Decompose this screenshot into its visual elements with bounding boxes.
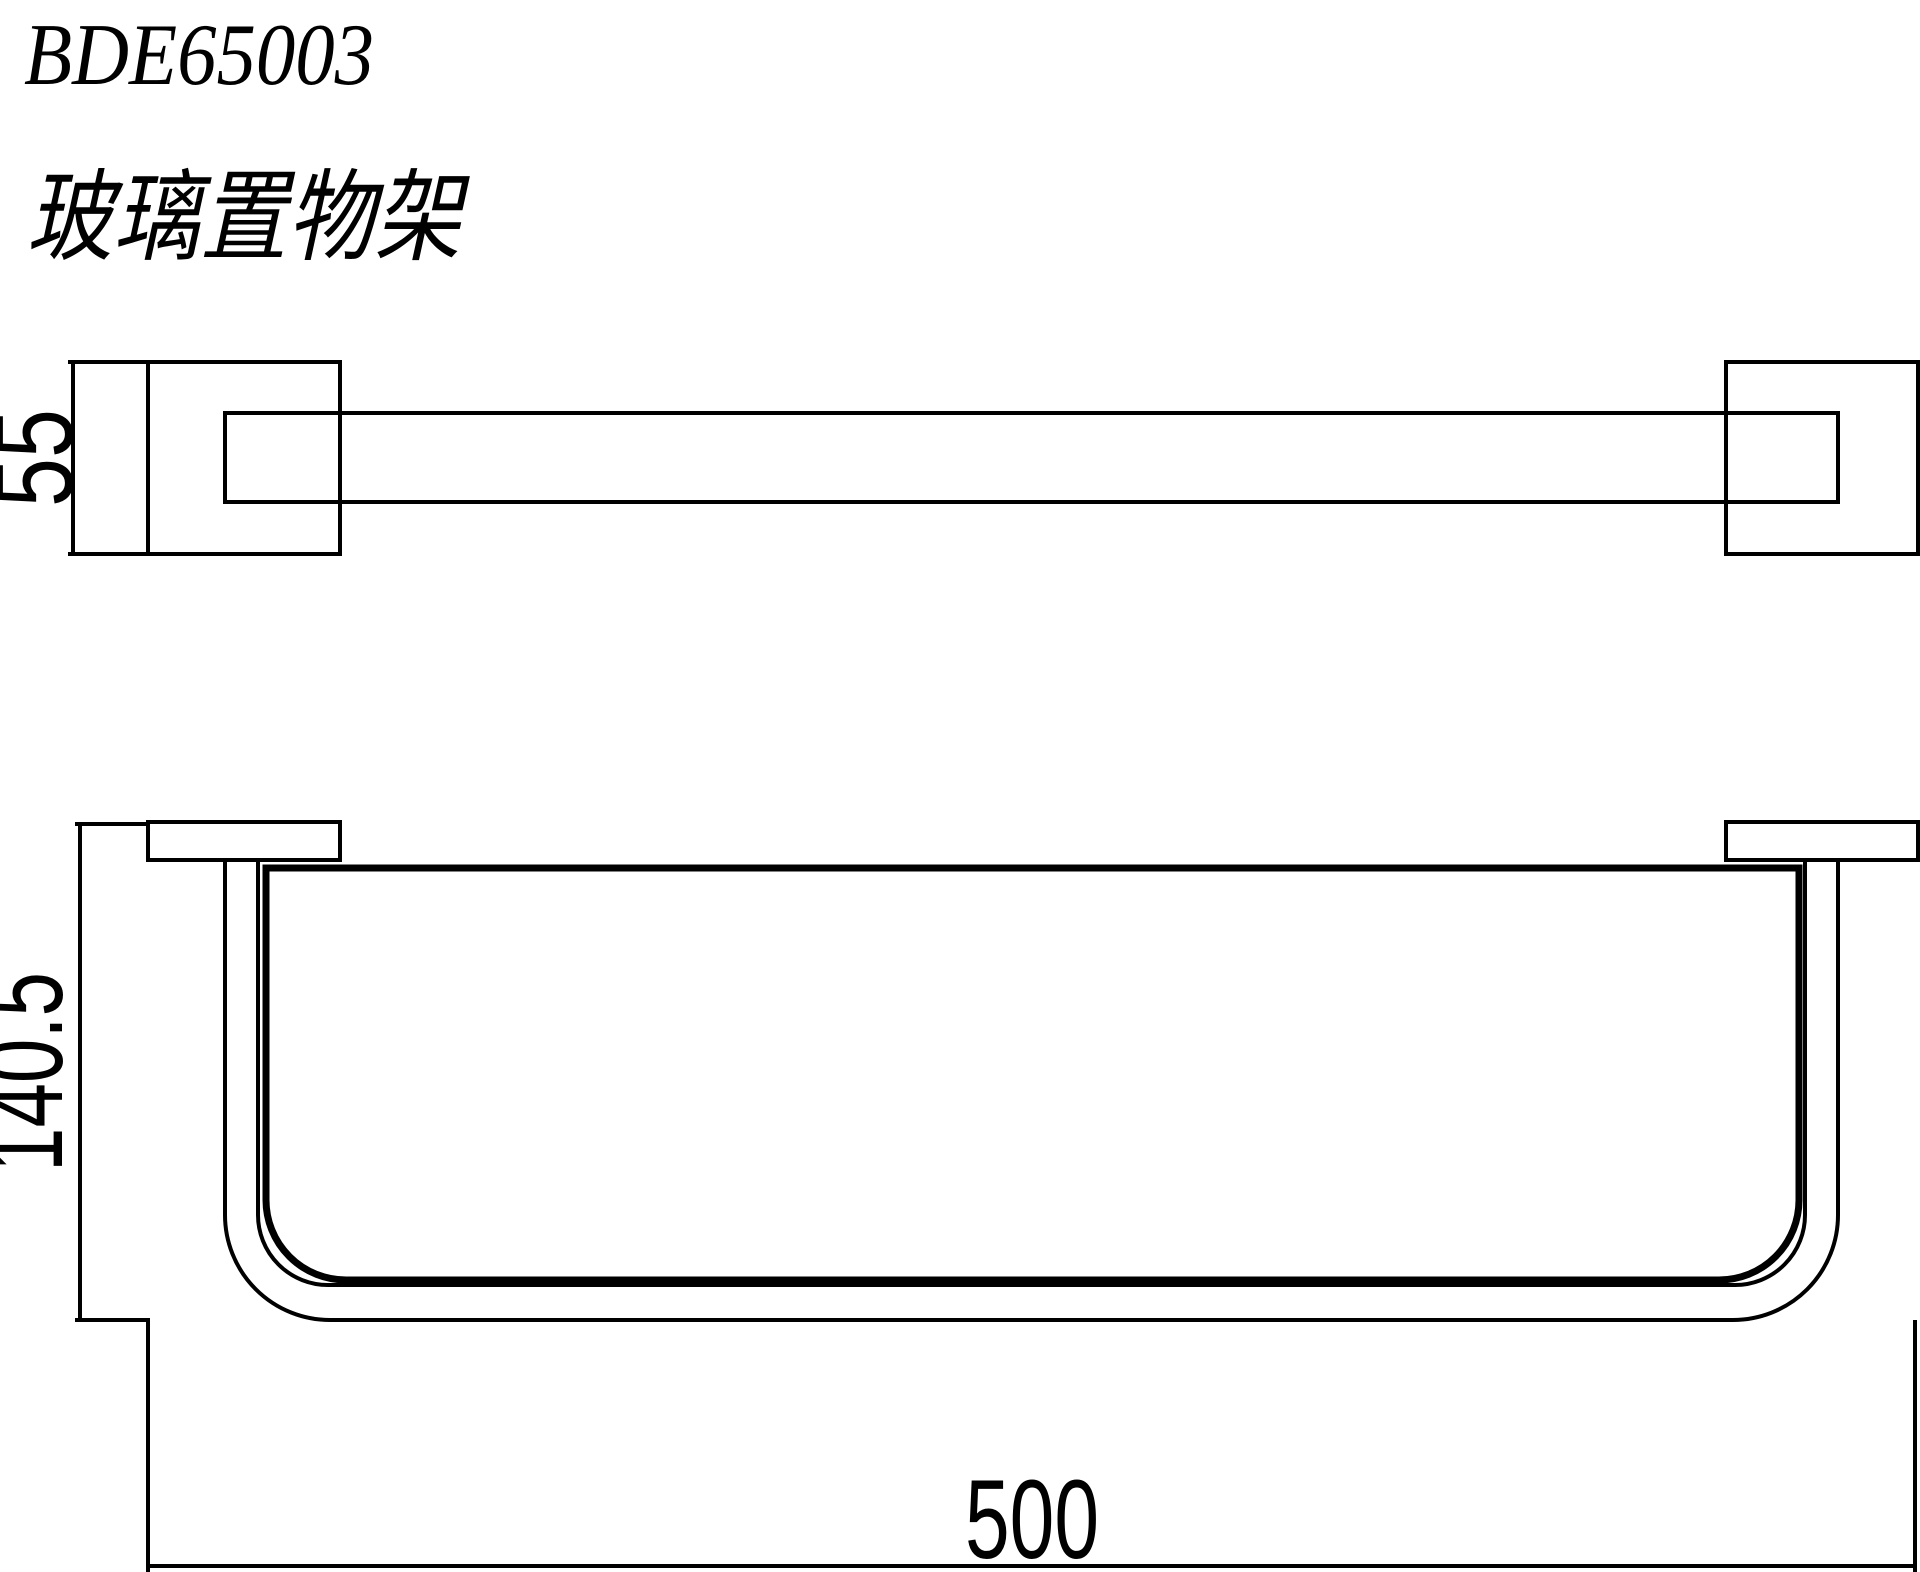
height-dimension-label: 140.5 — [0, 972, 86, 1172]
top-view: 55 — [0, 360, 1920, 556]
shelf-holder-inner-edge — [256, 858, 1807, 1287]
shelf-holder-frame — [223, 858, 1840, 1322]
left-wall-mount-top — [146, 360, 342, 556]
depth-dimension-label: 55 — [0, 409, 96, 507]
front-view: 140.5 500 — [0, 820, 1920, 1572]
right-wall-mount-front — [1724, 820, 1920, 862]
product-name: 玻璃置物架 — [26, 163, 471, 274]
left-wall-mount-front — [146, 820, 342, 862]
model-code: BDE65003 — [24, 7, 374, 104]
glass-shelf — [262, 864, 1803, 1284]
width-dimension-label: 500 — [965, 1457, 1099, 1572]
right-wall-mount-top — [1724, 360, 1920, 556]
